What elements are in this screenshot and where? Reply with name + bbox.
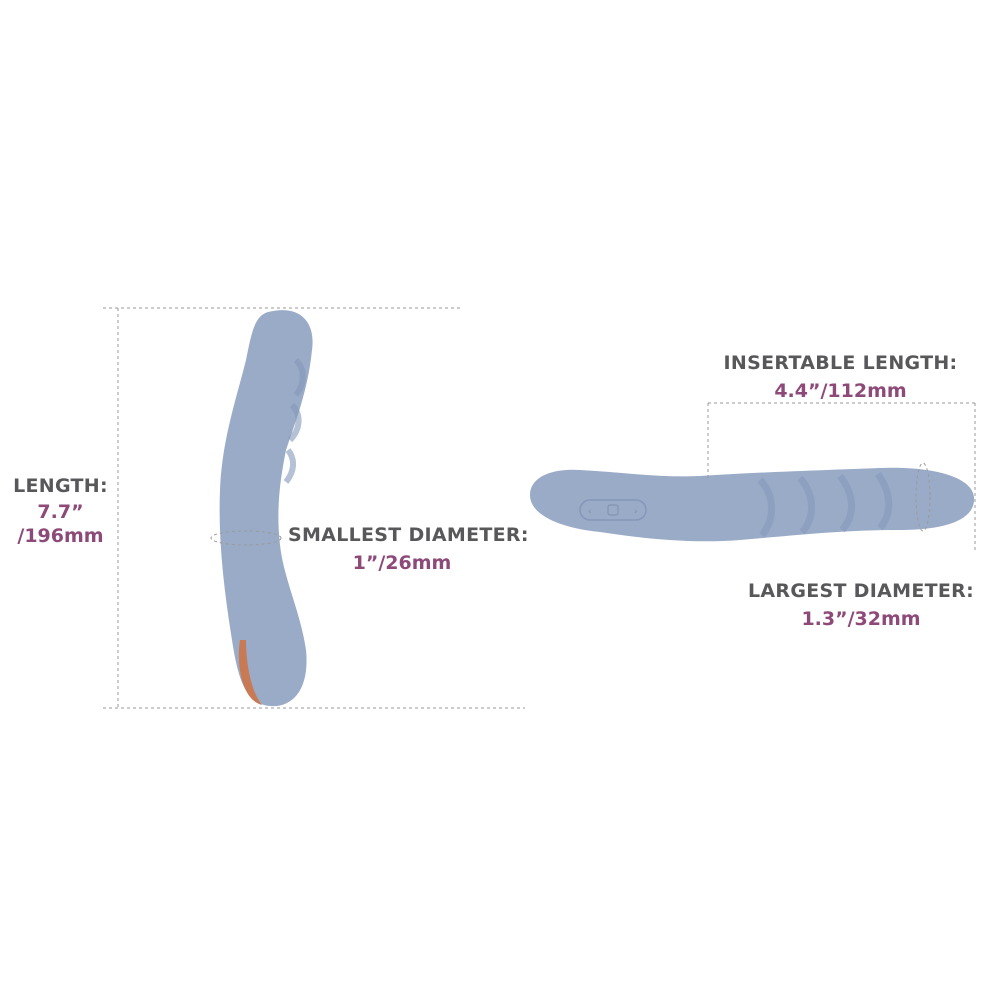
svg-text:›: ›: [634, 507, 638, 517]
insertable-length-annotation: INSERTABLE LENGTH: 4.4”/112mm: [718, 352, 963, 402]
insertable-length-label: INSERTABLE LENGTH:: [723, 352, 958, 374]
dimension-guides: [103, 307, 976, 709]
svg-text:‹: ‹: [588, 507, 592, 517]
largest-diameter-value: 1.3”/32mm: [801, 608, 921, 630]
product-side-view: ‹ ›: [530, 467, 975, 542]
control-panel: [579, 499, 647, 521]
product-front-view: [219, 310, 313, 707]
length-label: LENGTH:: [13, 475, 108, 497]
length-annotation: LENGTH: 7.7” /196mm: [8, 475, 113, 547]
smallest-diameter-label: SMALLEST DIAMETER:: [288, 524, 529, 546]
length-value-mm: /196mm: [17, 525, 104, 547]
insertable-length-value: 4.4”/112mm: [774, 380, 907, 402]
smallest-diameter-value: 1”/26mm: [352, 552, 452, 574]
length-value-inches: 7.7”: [37, 501, 84, 523]
largest-diameter-annotation: LARGEST DIAMETER: 1.3”/32mm: [745, 580, 977, 630]
largest-diameter-label: LARGEST DIAMETER:: [748, 580, 974, 602]
smallest-diameter-annotation: SMALLEST DIAMETER: 1”/26mm: [288, 524, 529, 574]
